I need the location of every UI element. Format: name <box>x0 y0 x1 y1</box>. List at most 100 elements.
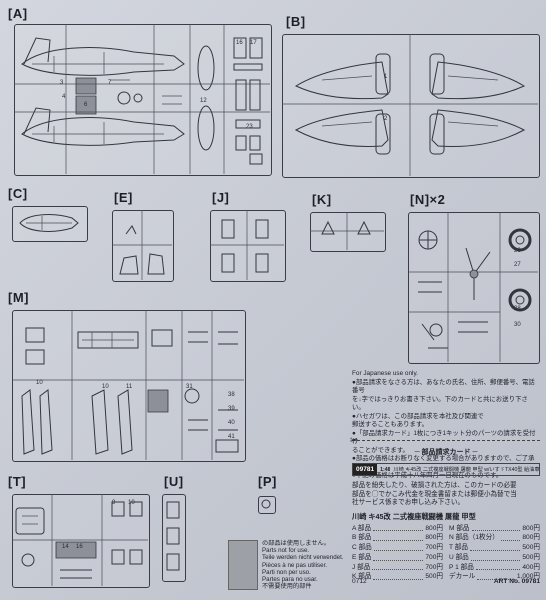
not-use-line: Parts not for use. <box>262 547 310 555</box>
not-use-line: Pièces à ne pas utiliser. <box>262 561 328 569</box>
card-description: 部品を紛失したり、破損された方は、このカードの必要 部品を◯でかこみ代金を現金書… <box>352 482 540 508</box>
desc-line: 社サービス係までお申し込み下さい。 <box>352 499 465 506</box>
sprue-j-frame <box>210 210 286 282</box>
info-line: ●「部品請求カード」1枚につき1キット分のパーツの請求を受付け <box>352 429 536 446</box>
part-number: 16 <box>236 40 243 46</box>
kit-scale: 1:48 <box>380 466 391 473</box>
part-number: 27 <box>514 262 521 268</box>
part-number: 26 <box>514 248 521 254</box>
part-number: 17 <box>250 40 257 46</box>
part-number: 7 <box>108 80 112 86</box>
part-number: 30 <box>514 322 521 328</box>
info-line: ●ハセガワは、この部品請求を本社及び関連で <box>352 412 484 420</box>
sprue-label-e: [E] <box>114 190 133 205</box>
sprue-a-frame <box>14 24 272 176</box>
card-title: ─ 部品請求カード ─ <box>414 449 478 456</box>
sprue-k-drawing <box>310 212 384 250</box>
parts-order-card: ✂ ─ 部品請求カード ─ 09781 1:48 川崎 キ45改 二式複座戦闘機… <box>350 435 540 589</box>
info-line: ることができます。 <box>352 446 409 454</box>
part-number: 10 <box>102 384 109 390</box>
part-number: 40 <box>228 420 235 426</box>
sprue-n-drawing <box>408 212 538 362</box>
sprue-label-a: [A] <box>8 6 28 21</box>
sprue-b-frame <box>282 34 540 178</box>
sprue-label-c: [C] <box>8 186 28 201</box>
art-number: ART No. 09781 <box>493 578 540 585</box>
part-number: 2 <box>384 116 388 122</box>
sprue-t-drawing <box>12 494 148 586</box>
sprue-b-drawing <box>282 34 538 176</box>
sprue-c-frame <box>12 206 88 242</box>
part-number: 10 <box>36 380 43 386</box>
sprue-t-frame <box>12 494 150 588</box>
sprue-label-p: [P] <box>258 474 277 489</box>
part-number: 6 <box>84 102 88 108</box>
desc-line: 部品を◯でかこみ代金を現金書留または郵便小為替で当 <box>352 490 517 498</box>
part-number: 31 <box>186 384 193 390</box>
sprue-label-k: [K] <box>312 192 332 207</box>
kit-header: 09781 1:48 川崎 キ45改 二式複座戦闘機 屠龍 甲型 w/いすゞTX… <box>352 463 540 476</box>
part-number: 28 <box>514 306 521 312</box>
kit-name: 川崎 キ45改 二式複座戦闘機 屠龍 甲型 w/いすゞTX40型 給油車 <box>393 467 539 473</box>
info-line: を↓字ではっきりお書き下さい。下のカードと共にお送り下さい。 <box>352 395 528 412</box>
not-use-line: Partes para no usar. <box>262 576 318 584</box>
sprue-a-drawing <box>14 24 270 174</box>
sprue-label-n: [N]×2 <box>410 192 446 207</box>
card-footer: 0712 ART No. 09781 <box>352 578 540 585</box>
sprue-p-frame <box>258 496 276 514</box>
english-note: For Japanese use only. <box>352 370 418 377</box>
sprue-u-frame <box>162 494 186 582</box>
part-number: 14 <box>62 544 69 550</box>
sprue-e-drawing <box>112 210 172 280</box>
part-number: 39 <box>228 406 235 412</box>
not-use-line: の部品は使用しません。 <box>262 540 330 547</box>
not-use-line: Teile werden nicht verwendet. <box>262 554 344 562</box>
sprue-label-m: [M] <box>8 290 29 305</box>
plane-name: 川崎 キ45改 二式複座戦闘機 屠龍 甲型 <box>352 511 476 521</box>
sprue-c-drawing <box>12 206 86 240</box>
info-line: 郵送することもあります。 <box>352 421 429 428</box>
not-use-line: 不需要使用的部件 <box>262 583 312 591</box>
part-number: 4 <box>62 94 66 100</box>
part-number: 10 <box>128 500 135 506</box>
kit-number: 09781 <box>353 464 378 475</box>
price-row: N 部品（1枚分）800円 <box>449 534 540 542</box>
part-number: 41 <box>228 434 235 440</box>
print-code: 0712 <box>352 578 367 585</box>
sprue-label-b: [B] <box>286 14 306 29</box>
part-number: 12 <box>200 98 207 104</box>
sprue-p-drawing <box>258 496 274 512</box>
part-number: 11 <box>126 384 133 390</box>
part-number: 23 <box>246 124 253 130</box>
not-use-line: Parti non per uso. <box>262 568 311 576</box>
part-number: 1 <box>384 74 388 80</box>
sprue-u-drawing <box>162 494 184 580</box>
part-number: 3 <box>60 80 64 86</box>
not-for-use-swatch <box>228 540 258 590</box>
desc-line: 部品を紛失したり、破損された方は、このカードの必要 <box>352 482 517 489</box>
part-number: 38 <box>228 392 235 398</box>
sprue-label-j: [J] <box>212 190 230 205</box>
info-line: ●部品請求をなさる方は、あなたの氏名、住所、郵便番号、電話番号 <box>352 378 535 395</box>
part-number: 16 <box>76 544 83 550</box>
scissors-icon: ✂ <box>350 435 358 445</box>
sprue-m-drawing <box>12 310 244 460</box>
sprue-label-u: [U] <box>164 474 184 489</box>
not-for-use-notes: の部品は使用しません。 Parts not for use. Teile wer… <box>262 540 352 590</box>
sprue-label-t: [T] <box>8 474 27 489</box>
sprue-j-drawing <box>210 210 284 280</box>
part-number: 9 <box>112 500 116 506</box>
